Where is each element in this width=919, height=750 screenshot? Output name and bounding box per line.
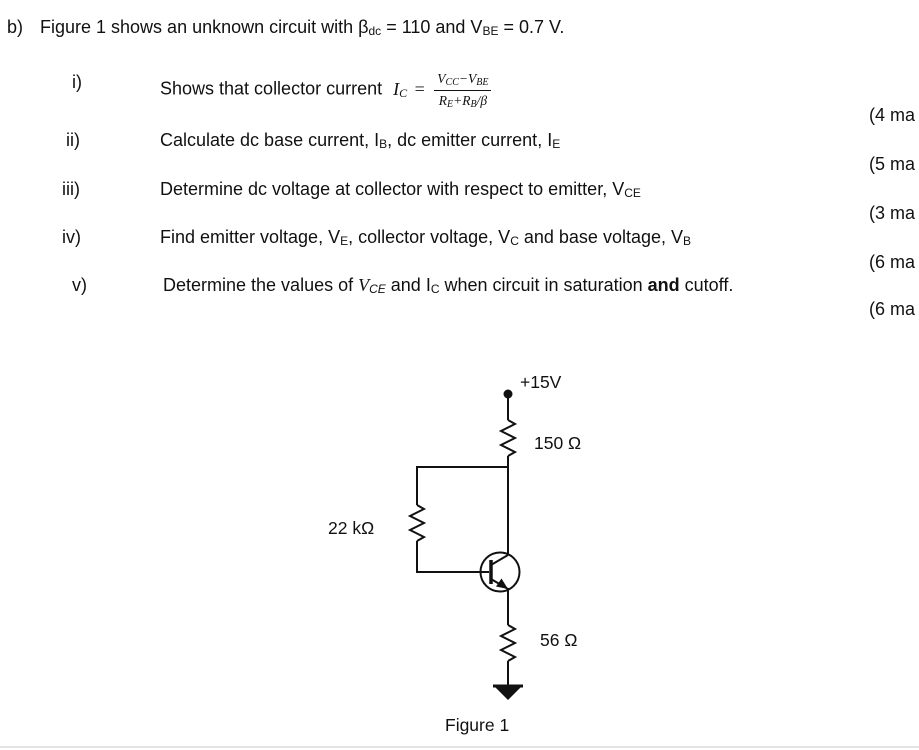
item-iv-text-3: and base voltage, V	[518, 227, 683, 247]
figure-caption: Figure 1	[445, 715, 509, 735]
item-v-sub-c: C	[430, 282, 440, 296]
item-ii-line: Calculate dc base current, IB, dc emitte…	[160, 128, 560, 154]
den-r2-sub: B	[470, 99, 477, 110]
question-part-label: b)	[7, 17, 24, 37]
formula-lhs: I	[393, 78, 400, 99]
item-v-text-3: when circuit in saturation	[439, 275, 648, 295]
question-intro-line: b) Figure 1 shows an unknown circuit with…	[7, 15, 564, 41]
den-r1-sub: E	[446, 99, 454, 110]
marks-ii: (5 ma	[869, 154, 916, 174]
item-i-line: Shows that collector current IC = VCC−VB…	[160, 70, 493, 111]
item-iii-numeral: iii)	[62, 179, 80, 199]
transistor-collector-lead	[490, 554, 509, 566]
item-ii-text-1: Calculate dc base current, I	[160, 130, 380, 150]
item-iv-sub-b: B	[683, 234, 692, 248]
den-r1: R	[438, 93, 447, 108]
re-label: 56 Ω	[540, 630, 577, 650]
item-iv-text-2: , collector voltage, V	[348, 227, 511, 247]
den-tail: /β	[476, 93, 488, 108]
item-iv-sub-e: E	[340, 234, 349, 248]
item-v-text-1: Determine the values of	[163, 275, 359, 295]
rb-resistor	[407, 504, 427, 542]
den-op: +	[453, 93, 463, 108]
intro-sub-be: BE	[482, 24, 499, 38]
num-op: −	[458, 71, 469, 86]
intro-sub-dc: dc	[368, 24, 382, 38]
ground-symbol	[493, 684, 523, 700]
den-r2: R	[462, 93, 471, 108]
item-v-numeral: v)	[72, 275, 87, 295]
formula-fraction: VCC−VBE RE+RB/β	[434, 70, 492, 111]
transistor-emitter-arrow	[496, 578, 508, 589]
intro-text-1: Figure 1 shows an unknown circuit with β	[40, 17, 369, 37]
item-ii-numeral: ii)	[66, 130, 80, 150]
item-v-math-v-sub: CE	[369, 282, 386, 296]
vcc-label: +15V	[520, 372, 562, 392]
item-iv-line: Find emitter voltage, VE, collector volt…	[160, 225, 691, 251]
marks-iii: (3 ma	[869, 203, 916, 223]
rc-label: 150 Ω	[534, 433, 581, 453]
item-i-numeral: i)	[72, 72, 82, 92]
num-v2-sub: BE	[476, 77, 489, 88]
wire-rb-base	[416, 541, 489, 573]
item-v-math-v: V	[358, 275, 370, 295]
item-iv-text-1: Find emitter voltage, V	[160, 227, 341, 247]
wire-branch-rb	[416, 466, 508, 505]
item-iii-sub-ce: CE	[624, 186, 641, 200]
item-v-text-4: cutoff.	[679, 275, 734, 295]
re-resistor	[498, 624, 518, 662]
intro-text-2: = 110 and V	[381, 17, 483, 37]
num-v2: V	[468, 71, 477, 86]
ground-triangle	[495, 687, 521, 700]
item-i-text: Shows that collector current	[160, 78, 383, 99]
item-v-bold-and: and	[647, 275, 680, 295]
item-iv-numeral: iv)	[62, 227, 81, 247]
rb-label: 22 kΩ	[328, 518, 374, 538]
num-v1-sub: CC	[445, 77, 459, 88]
intro-text-3: = 0.7 V.	[498, 17, 565, 37]
transistor-body	[479, 551, 521, 593]
page-bottom-border	[0, 746, 919, 748]
marks-i: (4 ma	[869, 105, 916, 125]
formula-lhs-sub: C	[399, 85, 408, 100]
item-ii-text-2: , dc emitter current, I	[387, 130, 553, 150]
item-iii-line: Determine dc voltage at collector with r…	[160, 177, 641, 203]
marks-v: (6 ma	[869, 299, 916, 319]
transistor-symbol	[479, 551, 521, 593]
num-v1: V	[437, 71, 446, 86]
item-ii-sub-b: B	[379, 137, 388, 151]
item-iv-sub-c: C	[510, 234, 519, 248]
item-iii-text-1: Determine dc voltage at collector with r…	[160, 179, 625, 199]
marks-iv: (6 ma	[869, 252, 916, 272]
item-v-text-2: and I	[385, 275, 431, 295]
rc-resistor	[498, 419, 518, 457]
formula-denominator: RE+RB/β	[439, 91, 487, 111]
item-ii-sub-e: E	[552, 137, 561, 151]
formula-numerator: VCC−VBE	[434, 70, 492, 91]
item-v-line: Determine the values of VCE and IC when …	[163, 273, 733, 299]
formula-equals: =	[414, 78, 425, 99]
item-i-formula: IC = VCC−VBE RE+RB/β	[393, 71, 493, 110]
